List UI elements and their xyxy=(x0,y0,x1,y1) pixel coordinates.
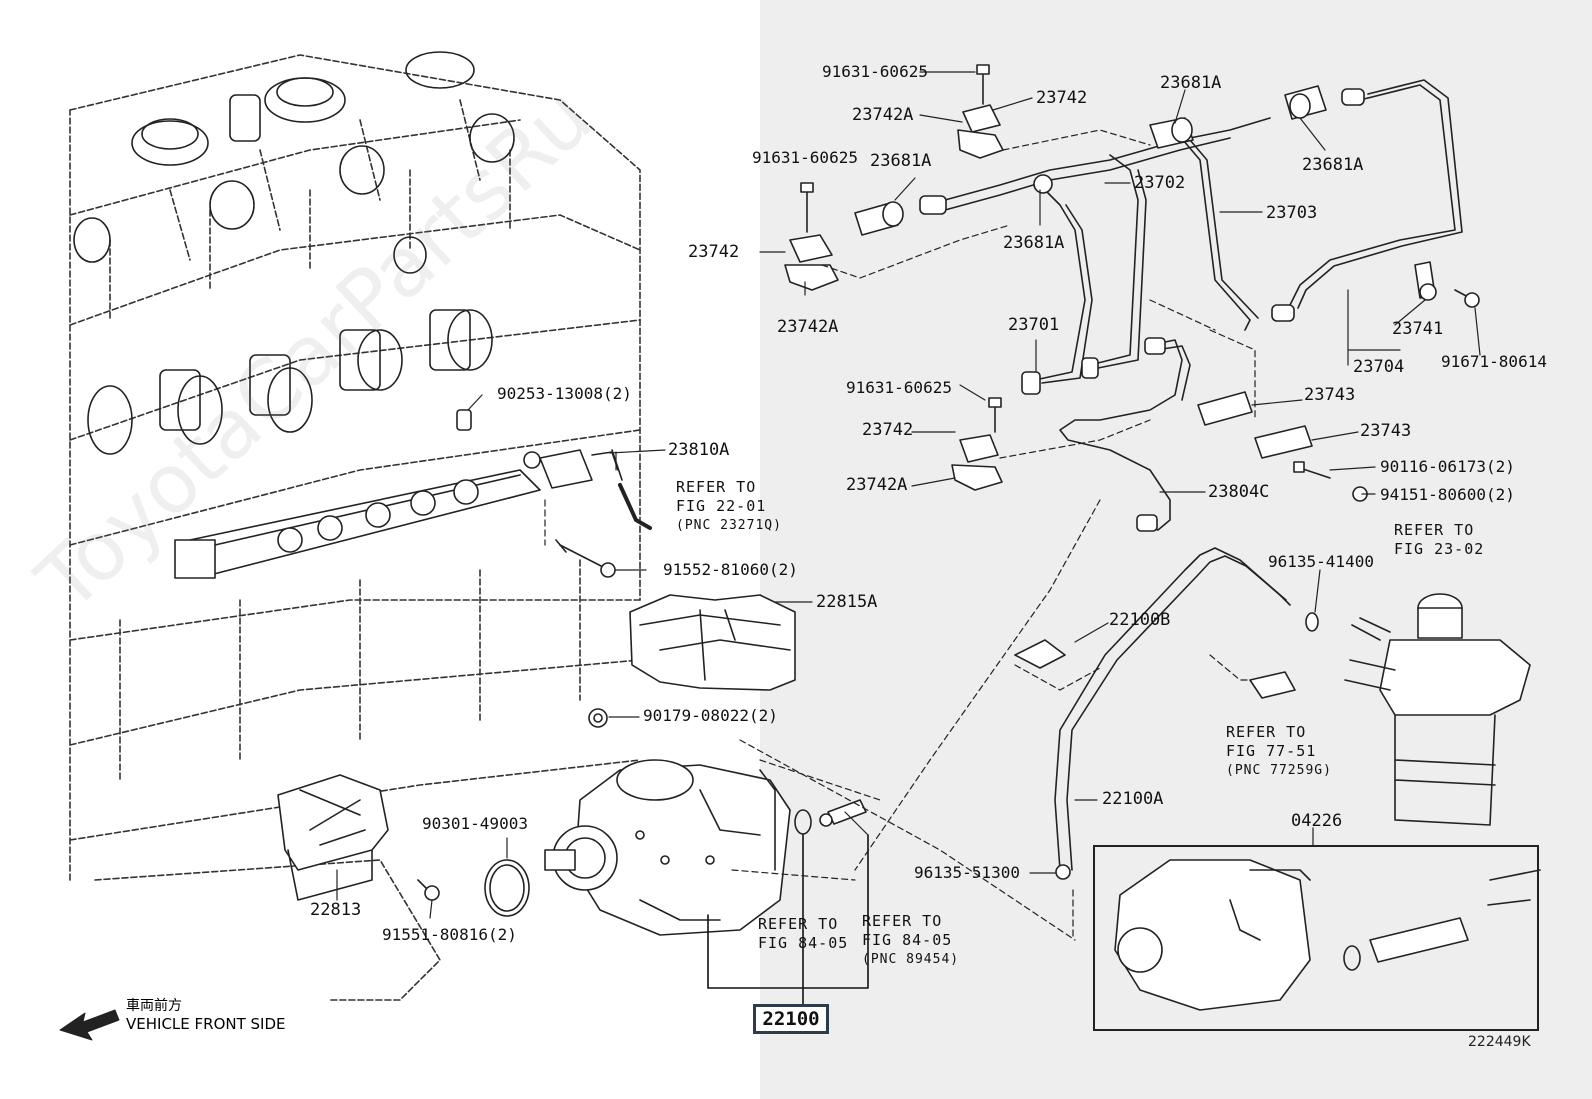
part-label[interactable]: 90116-06173(2) xyxy=(1380,457,1515,476)
refer-line: REFER TO xyxy=(1226,723,1307,741)
pipe-clamps xyxy=(784,64,1004,491)
dashed-guides xyxy=(544,129,1256,941)
refer-note[interactable]: REFER TO FIG 22-01 (PNC 23271Q) xyxy=(676,478,782,535)
refer-line: REFER TO xyxy=(758,915,839,933)
part-label[interactable]: 23742 xyxy=(688,242,740,262)
part-label[interactable]: 23742 xyxy=(862,420,914,440)
refer-note[interactable]: REFER TO FIG 84-05 xyxy=(758,915,848,953)
refer-line: FIG 84-05 xyxy=(862,931,953,949)
refer-line: (PNC 77259G) xyxy=(1226,763,1332,778)
part-label[interactable]: 23810A xyxy=(668,440,730,460)
part-label[interactable]: 23701 xyxy=(1008,315,1060,335)
leader-lines xyxy=(336,71,1481,919)
clamp-23741-23743 xyxy=(1197,261,1480,502)
refer-line: (PNC 89454) xyxy=(862,952,960,967)
inset-pump-kit xyxy=(1114,859,1541,1011)
refer-line: REFER TO xyxy=(862,912,943,930)
part-label[interactable]: 22100A xyxy=(1102,789,1164,809)
part-label[interactable]: 96135-51300 xyxy=(914,863,1020,882)
front-arrow-icon xyxy=(59,1009,120,1041)
part-label[interactable]: 22815A xyxy=(816,592,878,612)
part-label[interactable]: 23804C xyxy=(1208,482,1270,502)
refer-line: FIG 84-05 xyxy=(758,934,849,952)
part-label[interactable]: 96135-41400 xyxy=(1268,552,1374,571)
refer-line: REFER TO xyxy=(1394,521,1475,539)
part-label[interactable]: 23681A xyxy=(1160,73,1222,93)
part-label[interactable]: 23702 xyxy=(1134,173,1186,193)
bracket xyxy=(277,774,389,901)
part-label[interactable]: 23742A xyxy=(852,105,914,125)
refer-line: FIG 77-51 xyxy=(1226,742,1317,760)
part-label[interactable]: 23742 xyxy=(1036,88,1088,108)
pump-cover xyxy=(629,594,796,691)
part-label[interactable]: 23743 xyxy=(1360,421,1412,441)
refer-line: (PNC 23271Q) xyxy=(676,518,782,533)
front-label-jp: 車両前方 xyxy=(126,998,182,1014)
part-label[interactable]: 23741 xyxy=(1392,319,1444,339)
front-label-en: VEHICLE FRONT SIDE xyxy=(126,1015,286,1033)
part-label[interactable]: 23742A xyxy=(846,475,908,495)
part-label[interactable]: 91631-60625 xyxy=(752,148,858,167)
part-label[interactable]: 22813 xyxy=(310,900,362,920)
part-label[interactable]: 94151-80600(2) xyxy=(1380,485,1515,504)
part-label[interactable]: 22100B xyxy=(1109,610,1171,630)
part-label[interactable]: 91671-80614 xyxy=(1441,352,1547,371)
refer-note[interactable]: REFER TO FIG 77-51 (PNC 77259G) xyxy=(1226,723,1332,780)
injection-pipes xyxy=(854,79,1463,532)
part-label[interactable]: 90301-49003 xyxy=(422,814,528,833)
part-label[interactable]: 23681A xyxy=(1003,233,1065,253)
engine-block-outline xyxy=(69,54,641,1001)
fuel-hoses xyxy=(1014,547,1319,880)
vehicle-front-indicator: 車両前方 VEHICLE FRONT SIDE xyxy=(118,995,286,1033)
part-label[interactable]: 90253-13008(2) xyxy=(497,384,632,403)
refer-note[interactable]: REFER TO FIG 23-02 xyxy=(1394,521,1484,559)
part-label[interactable]: 23743 xyxy=(1304,385,1356,405)
refer-line: FIG 22-01 xyxy=(676,497,767,515)
inset-frame-04226 xyxy=(1093,845,1539,1031)
main-part-number-box[interactable]: 22100 xyxy=(753,1004,829,1034)
common-rail xyxy=(174,409,652,579)
part-label[interactable]: 23704 xyxy=(1353,357,1405,377)
part-label[interactable]: 23681A xyxy=(1302,155,1364,175)
fuel-filter xyxy=(1344,593,1531,826)
refer-line: REFER TO xyxy=(676,478,757,496)
bolt-rail xyxy=(555,539,616,578)
part-label[interactable]: 23703 xyxy=(1266,203,1318,223)
part-label[interactable]: 90179-08022(2) xyxy=(643,706,778,725)
part-label[interactable]: 91631-60625 xyxy=(846,378,952,397)
refer-line: FIG 23-02 xyxy=(1394,540,1485,558)
supply-pump xyxy=(544,759,791,936)
figure-id: 222449K xyxy=(1468,1034,1531,1050)
engine-cam-caps xyxy=(73,51,515,455)
part-label[interactable]: 04226 xyxy=(1291,811,1343,831)
part-label[interactable]: 91631-60625 xyxy=(822,62,928,81)
part-label[interactable]: 23681A xyxy=(870,151,932,171)
part-label[interactable]: 23742A xyxy=(777,317,839,337)
refer-note[interactable]: REFER TO FIG 84-05 (PNC 89454) xyxy=(862,912,959,969)
part-label[interactable]: 91552-81060(2) xyxy=(663,560,798,579)
part-label[interactable]: 91551-80816(2) xyxy=(382,925,517,944)
